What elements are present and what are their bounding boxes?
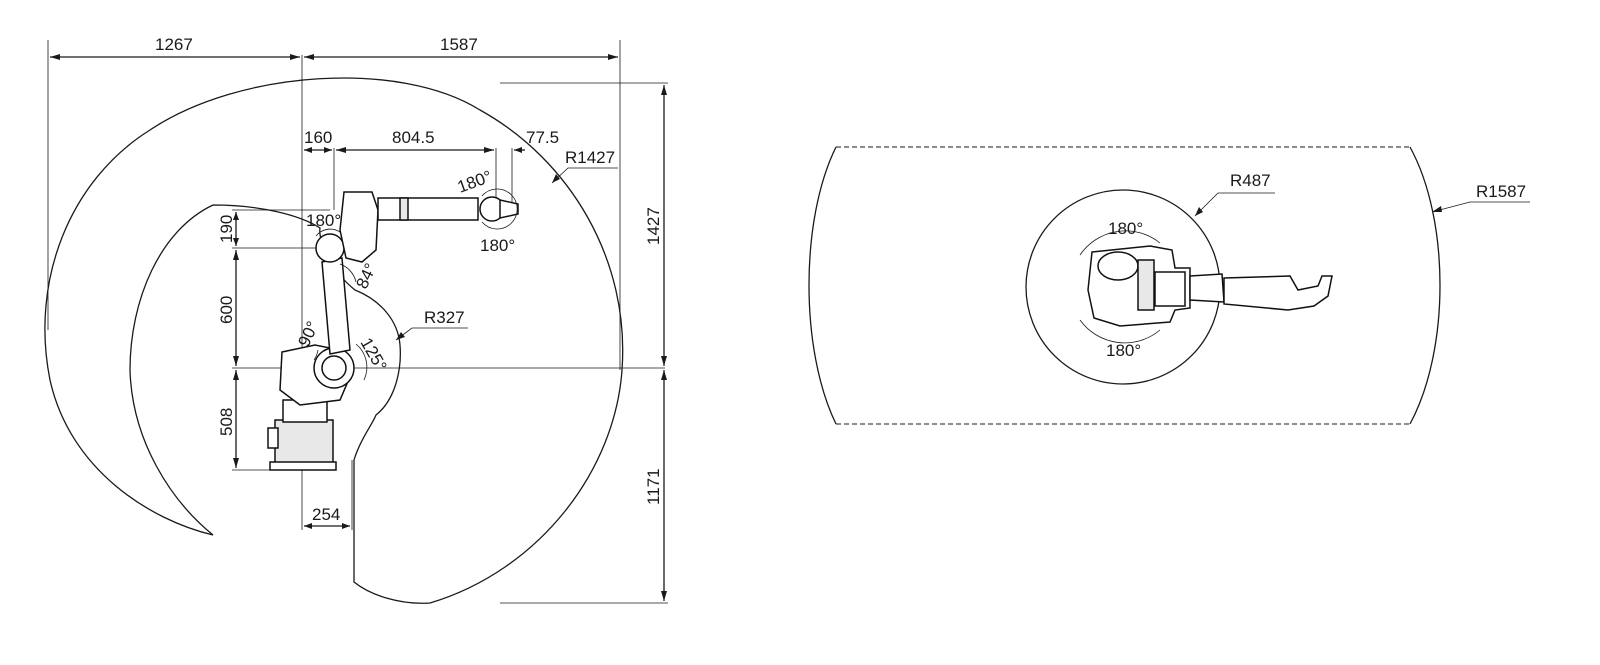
workspace-envelope-outer — [44, 77, 624, 604]
radius-max-label: R1427 — [565, 148, 615, 167]
angle-top: 180° — [1108, 219, 1143, 238]
angle-wrist-bottom: 180° — [480, 236, 515, 255]
dim-shoulder-offset: 160 — [304, 128, 332, 147]
dim-wrist-offset: 77.5 — [526, 128, 559, 147]
side-view: 1267 1587 160 804.5 77.5 R1427 1427 1171 — [44, 35, 668, 604]
dim-base-height: 508 — [217, 408, 236, 436]
angle-elbow: 180° — [306, 211, 341, 230]
dim-total-height-bottom: 1171 — [644, 468, 663, 505]
angle-shoulder-front: 125° — [357, 335, 391, 375]
angle-elbow-lower: 84° — [352, 260, 380, 291]
angle-bottom: 180° — [1106, 341, 1141, 360]
dim-upper-arm: 804.5 — [392, 128, 435, 147]
angle-wrist-top: 180° — [455, 167, 495, 197]
radius-inner-label: R487 — [1230, 171, 1271, 190]
workspace-envelope-top-outer — [808, 146, 837, 425]
dim-lower-arm: 600 — [217, 296, 236, 324]
dim-forearm-offset: 190 — [217, 215, 236, 243]
radius-outer-label: R1587 — [1476, 182, 1526, 201]
dim-base-offset: 254 — [312, 505, 340, 524]
dim-total-height-top: 1427 — [644, 207, 663, 245]
dim-left-reach: 1267 — [155, 35, 193, 54]
robot-side-view — [267, 191, 519, 471]
dim-right-reach: 1587 — [440, 35, 478, 54]
radius-min-label: R327 — [424, 308, 465, 327]
top-view: R487 R1587 180° 180° — [808, 146, 1530, 425]
robot-top-view — [1087, 245, 1333, 327]
